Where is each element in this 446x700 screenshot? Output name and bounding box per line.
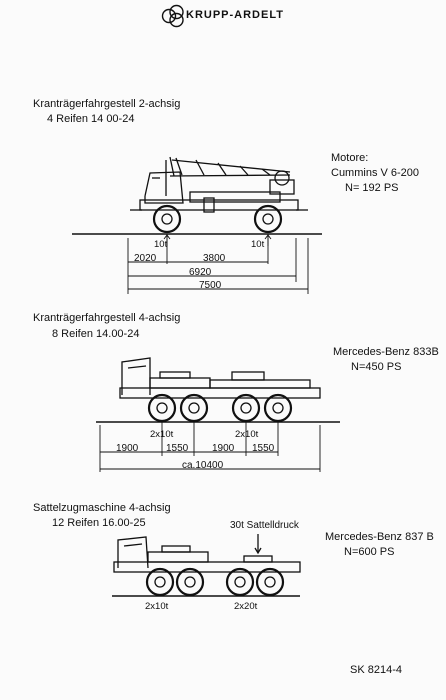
section-3-tyres: 12 Reifen 16.00-25 [52, 517, 146, 529]
dim-spacing-3: 1900 [212, 443, 235, 454]
section-2-tyres: 8 Reifen 14.00-24 [52, 328, 140, 340]
dim-spacing-2: 1550 [166, 443, 189, 454]
four-axle-carrier-drawing [119, 357, 321, 423]
section-3-engine-model: Mercedes-Benz 837 B [325, 531, 434, 543]
dim-front-overhang: 2020 [134, 253, 157, 264]
fifth-wheel-load: 30t Sattelldruck [230, 520, 299, 531]
section-2-title: Kranträgerfahrgestell 4-achsig [33, 312, 181, 324]
dim-length-chassis: 6920 [189, 267, 212, 278]
section-3-axle-load-rear: 2x20t [234, 601, 258, 612]
crane-truck-drawing [130, 156, 308, 234]
section-3-title: Sattelzugmaschine 4-achsig [33, 502, 171, 514]
section-3-engine-power: N=600 PS [344, 546, 395, 558]
section-1-tyres: 4 Reifen 14 00-24 [47, 113, 135, 125]
section-2-axle-load-front: 2x10t [150, 429, 174, 440]
dim-overall-length: 7500 [199, 280, 222, 291]
section-2-engine-power: N=450 PS [351, 361, 402, 373]
dimension-lines-2 [99, 422, 321, 472]
section-1-axle-load-rear: 10t [251, 239, 265, 250]
drawing-number: SK 8214-4 [350, 664, 402, 676]
section-2-axle-load-rear: 2x10t [235, 429, 259, 440]
dim-total-length-2: ca.10400 [182, 460, 224, 471]
section-1-axle-load-front: 10t [154, 239, 168, 250]
brand-name: KRUPP-ARDELT [186, 9, 284, 21]
section-1-title: Kranträgerfahrgestell 2-achsig [33, 98, 181, 110]
dimension-lines-1 [127, 234, 309, 294]
section-1-engine-heading: Motore: [331, 152, 369, 164]
section-2-engine-model: Mercedes-Benz 833B [333, 346, 439, 358]
section-1-engine-model: Cummins V 6-200 [331, 167, 420, 179]
section-1-engine-power: N= 192 PS [345, 182, 399, 194]
tractor-drawing [113, 534, 301, 597]
krupp-logo-icon [161, 4, 184, 28]
dim-wheelbase: 3800 [203, 253, 226, 264]
dim-spacing-1: 1900 [116, 443, 139, 454]
dim-spacing-4: 1550 [252, 443, 275, 454]
section-3-axle-load-front: 2x10t [145, 601, 169, 612]
